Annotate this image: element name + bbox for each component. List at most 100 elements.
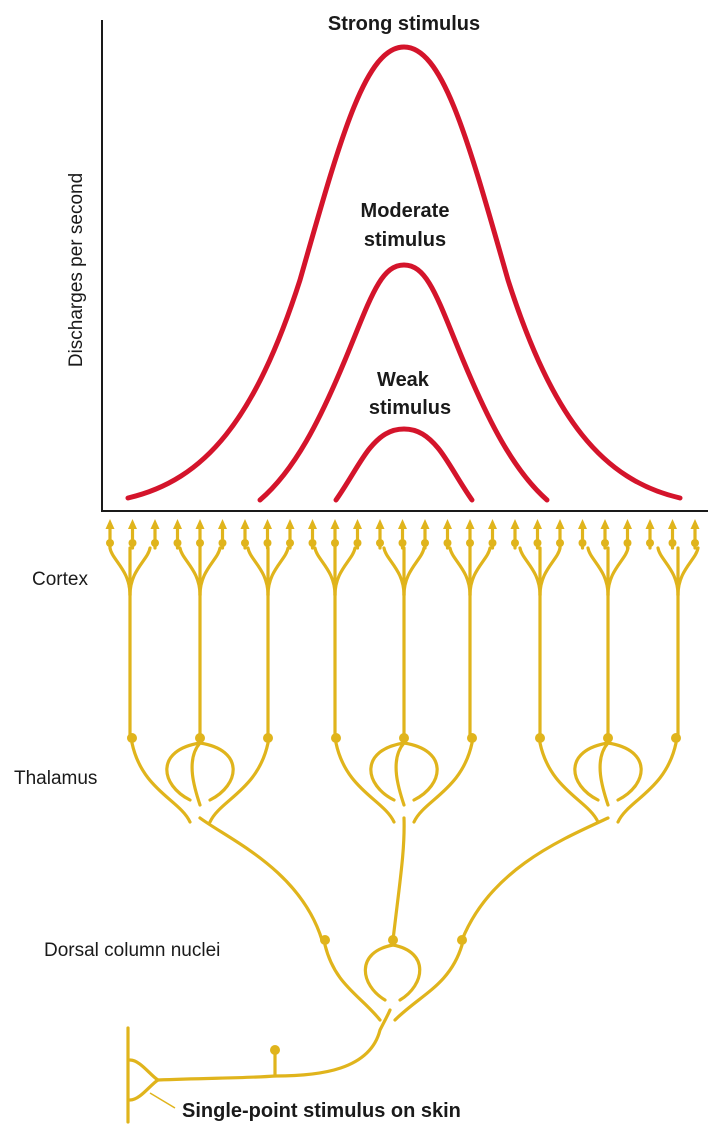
- nucleus-cell-body: [457, 935, 467, 945]
- cortex-terminal-arrow: [285, 519, 295, 529]
- nucleus-cell-body: [388, 935, 398, 945]
- thalamus-loop-inner: [394, 741, 406, 807]
- cortex-branch-left: [518, 546, 542, 597]
- cortex-branch-right: [128, 546, 152, 597]
- cortex-cell-body: [263, 539, 272, 547]
- cortex-cell-body: [443, 539, 452, 547]
- cortex-terminal-arrow: [555, 519, 565, 529]
- y-axis-label: Discharges per second: [66, 173, 87, 367]
- cortex-terminal-arrow: [375, 519, 385, 529]
- moderate-stimulus-curve: [257, 262, 550, 503]
- cortex-cell-body: [646, 539, 654, 547]
- cortex-branch-left: [178, 546, 202, 597]
- thalamus-cell-body: [127, 733, 137, 743]
- cortex-branch-right: [468, 546, 492, 597]
- cortex-cell-body: [668, 539, 677, 547]
- thalamus-loop-left: [369, 741, 406, 802]
- nucleus-cell-body: [320, 935, 330, 945]
- ascending-fiber-left: [198, 816, 324, 942]
- strong-stimulus-curve: [125, 44, 683, 501]
- cortex-cell-body: [218, 539, 227, 547]
- cortex-branch-right: [676, 546, 700, 597]
- cortex-terminal-arrow: [690, 519, 700, 529]
- weak-stimulus-label-line2: stimulus: [369, 397, 451, 419]
- cortex-cell-body: [556, 539, 564, 547]
- cortex-branch-right: [606, 546, 630, 597]
- cortex-branch-right: [198, 546, 222, 597]
- cortex-terminal-arrow: [443, 519, 452, 529]
- cortex-cell-body: [511, 539, 519, 547]
- stimulus-pointer-line: [149, 1092, 176, 1109]
- cortex-terminal-arrow: [240, 519, 250, 529]
- nucleus-dendrite-left: [323, 943, 382, 1022]
- cortex-terminal-arrow: [128, 519, 137, 529]
- thalamus-cell-body: [195, 733, 205, 743]
- cortex-cell-body: [241, 539, 249, 547]
- cortex-terminal-arrow: [645, 519, 655, 529]
- thalamus-dendrite: [334, 741, 396, 824]
- cortex-terminal-arrow: [533, 519, 542, 529]
- cortex-cell-body: [578, 539, 587, 547]
- cortex-label: Cortex: [32, 569, 88, 590]
- cortex-cell-body: [691, 539, 699, 547]
- cortex-terminal-arrow: [623, 519, 632, 529]
- cortex-branch-left: [448, 546, 472, 597]
- cortex-cell-body: [286, 539, 294, 547]
- cortex-branch-left: [586, 546, 610, 597]
- cortex-cell-body: [601, 539, 609, 547]
- thalamus-dendrite: [616, 741, 678, 824]
- thalamus-loop-inner: [190, 741, 202, 807]
- cortex-cell-body: [466, 539, 474, 547]
- afferent-axon: [156, 1008, 392, 1082]
- cortex-branch-left: [656, 546, 680, 597]
- cortex-cell-body: [331, 539, 339, 547]
- thalamocortical-axons: [128, 593, 680, 740]
- moderate-stimulus-label-line2: stimulus: [364, 229, 446, 251]
- cortex-terminal-arrow: [600, 519, 610, 529]
- cortex-terminal-arrow: [465, 519, 475, 529]
- thalamus-dendrite: [538, 741, 600, 824]
- thalamus-loop-right: [606, 741, 643, 802]
- cortex-terminal-arrow: [398, 519, 407, 529]
- cortex-terminal-arrow: [218, 519, 227, 529]
- cortex-terminal-arrow: [195, 519, 205, 529]
- nucleus-dendrite-right: [393, 943, 464, 1022]
- cortex-branch-right: [266, 546, 290, 597]
- thalamus-loop-left: [165, 741, 202, 802]
- cortex-cell-body: [533, 539, 542, 547]
- cortex-terminal-arrow: [578, 519, 587, 529]
- ganglion-cell-body: [270, 1045, 280, 1055]
- primary-afferent: [126, 1008, 392, 1124]
- cortex-branch-left: [382, 546, 406, 597]
- cortex-terminal-arrow: [308, 519, 317, 529]
- cortex-cell-body: [376, 539, 384, 547]
- cortex-dendrite-trees: [108, 546, 700, 597]
- cortex-terminal-arrow: [173, 519, 182, 529]
- thalamus-cell-body: [467, 733, 477, 743]
- cortex-cell-body: [151, 539, 159, 547]
- thalamus-cell-body: [263, 733, 273, 743]
- weak-stimulus-curve: [333, 426, 475, 503]
- nucleus-loop-right: [391, 943, 422, 1002]
- cortex-terminal-arrow: [488, 519, 497, 529]
- cortex-cell-body: [173, 539, 182, 547]
- cortex-cell-body: [398, 539, 407, 547]
- cortex-cell-body: [308, 539, 317, 547]
- cortex-terminal-arrow: [330, 519, 340, 529]
- cortex-branch-right: [402, 546, 426, 597]
- cortex-terminal-arrow: [150, 519, 160, 529]
- thalamus-loop-left: [573, 741, 610, 802]
- thalamus-cell-body: [331, 733, 341, 743]
- thalamus-neurons: [127, 733, 681, 824]
- cortex-branch-left: [246, 546, 270, 597]
- cortex-cell-body: [196, 539, 204, 547]
- weak-stimulus-label-line1: Weak: [377, 369, 430, 391]
- nucleus-loop-left: [363, 943, 395, 1002]
- receptor-ending-lower: [128, 1078, 160, 1102]
- cortex-branch-left: [313, 546, 337, 597]
- thalamus-cell-body: [671, 733, 681, 743]
- ascending-fiber-center: [391, 816, 406, 942]
- stimulus-label: Single-point stimulus on skin: [182, 1100, 461, 1122]
- cortex-branch-right: [333, 546, 357, 597]
